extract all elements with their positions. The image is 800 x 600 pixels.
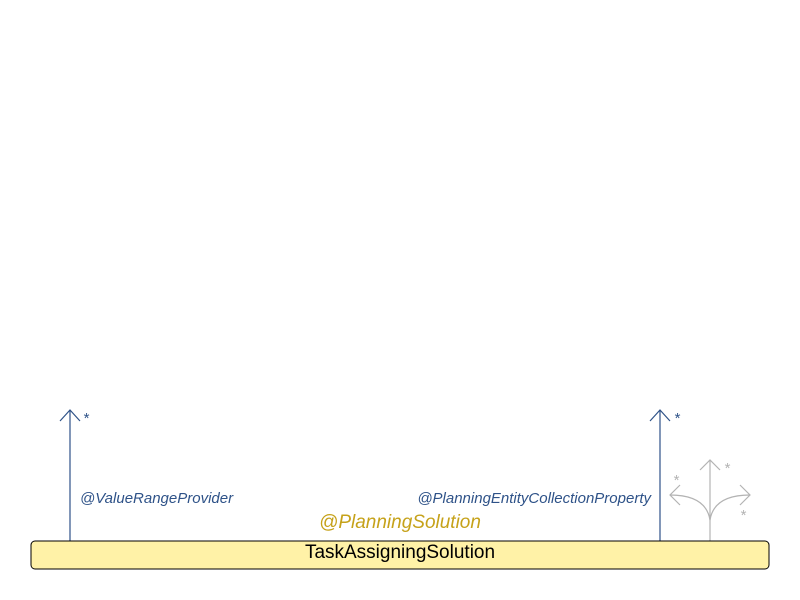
- task-assigning-solution-class: TaskAssigningSolution: [30, 540, 770, 570]
- value-range-provider-arrow-head: [59, 409, 81, 422]
- planning-solution-annotation: @PlanningSolution: [319, 512, 481, 533]
- value-range-provider-relation: * @ValueRangeProvider: [59, 409, 234, 541]
- planning-entity-collection-label: @PlanningEntityCollectionProperty: [417, 490, 652, 507]
- value-range-provider-multiplicity: *: [83, 410, 90, 427]
- fan-up-multiplicity: *: [724, 460, 731, 477]
- planning-entity-collection-arrow-head: [649, 409, 671, 422]
- fan-left-arrow-head: [669, 484, 681, 506]
- value-range-provider-label: @ValueRangeProvider: [80, 490, 234, 507]
- fan-right-arrow-head: [739, 484, 751, 506]
- other-relations-fan: [669, 459, 751, 541]
- planning-entity-collection-multiplicity: *: [674, 410, 681, 427]
- task-assigning-solution-title: TaskAssigningSolution: [305, 542, 495, 563]
- fan-right-curve: [709, 494, 751, 521]
- planning-entity-collection-relation: * @PlanningEntityCollectionProperty: [417, 409, 681, 541]
- fan-left-multiplicity: *: [673, 472, 680, 489]
- fan-left-curve: [669, 494, 711, 521]
- fan-up-arrow-head: [699, 459, 721, 471]
- task-assigning-solution-box: [30, 540, 770, 570]
- fan-right-multiplicity: *: [740, 507, 747, 524]
